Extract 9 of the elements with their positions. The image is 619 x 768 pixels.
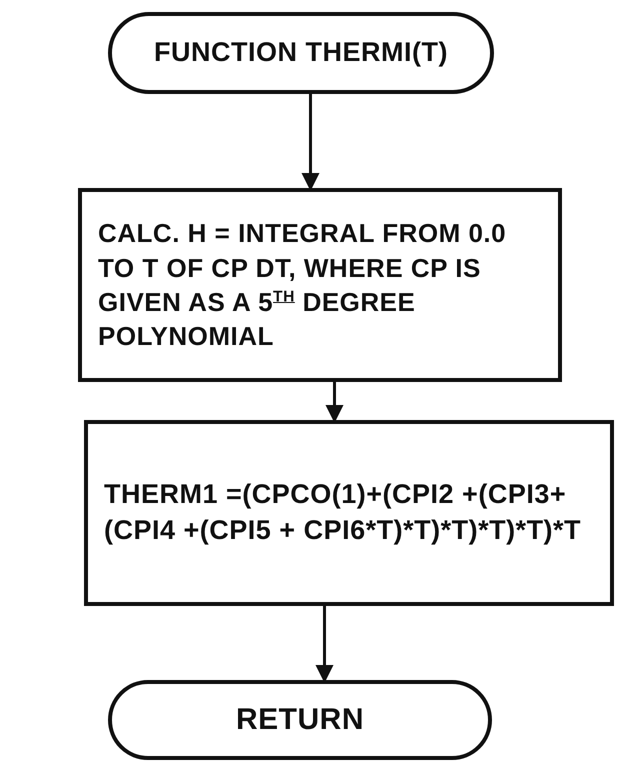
node-text: FUNCTION THERMI(T) bbox=[154, 36, 448, 70]
node-text: THERM1 =(CPCO(1)+(CPI2 +(CPI3+(CPI4 +(CPI5 + CPI6*T)*T)*T)*T)*T)*T bbox=[104, 478, 582, 547]
arrow bbox=[316, 606, 334, 683]
arrow bbox=[302, 94, 320, 191]
node-text: RETURN bbox=[236, 702, 364, 738]
process-box bbox=[84, 420, 614, 606]
arrow bbox=[326, 382, 344, 423]
node-text: CALC. H = INTEGRAL FROM 0.0 TO T OF CP DT, WHERE CP IS GIVEN AS A 5$^{TH}$ DEGREE POLYNOMIAL bbox=[98, 217, 508, 354]
process-box bbox=[78, 188, 562, 382]
